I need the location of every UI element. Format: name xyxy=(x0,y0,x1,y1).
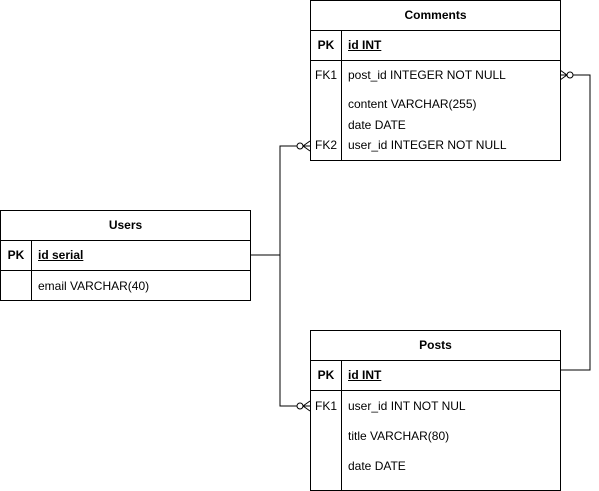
comments-table[interactable]: Comments PK id INT FK1 post_id INTEGER N… xyxy=(310,0,561,161)
table-row[interactable]: FK1 post_id INTEGER NOT NULL xyxy=(311,65,560,85)
key-divider xyxy=(31,271,32,300)
crowsfoot-comments-user-icon xyxy=(296,140,311,152)
column-field: content VARCHAR(255) xyxy=(348,97,477,111)
table-row[interactable]: email VARCHAR(40) xyxy=(1,276,250,296)
table-row[interactable]: content VARCHAR(255) xyxy=(311,94,560,114)
key-divider xyxy=(341,61,342,160)
users-table[interactable]: Users PK id serial email VARCHAR(40) xyxy=(0,210,251,301)
table-row[interactable]: date DATE xyxy=(311,456,560,476)
posts-body: FK1 user_id INT NOT NUL title VARCHAR(80… xyxy=(311,391,560,490)
key-divider xyxy=(341,361,342,390)
users-posts-connector xyxy=(279,255,310,407)
column-field: date DATE xyxy=(348,118,406,132)
crowsfoot-comments-post-icon xyxy=(559,69,574,81)
users-pk-row[interactable]: PK id serial xyxy=(1,241,250,271)
fk-label: FK2 xyxy=(314,138,337,152)
users-comments-connector xyxy=(250,145,310,256)
pk-label: PK xyxy=(317,38,335,52)
pk-field: id INT xyxy=(348,38,382,52)
column-field: email VARCHAR(40) xyxy=(38,279,150,293)
comments-body: FK1 post_id INTEGER NOT NULL content VAR… xyxy=(311,61,560,160)
column-field: user_id INT NOT NUL xyxy=(348,399,466,413)
pk-field: id serial xyxy=(38,248,84,262)
column-field: user_id INTEGER NOT NULL xyxy=(348,138,507,152)
comments-title: Comments xyxy=(311,1,560,31)
table-row[interactable]: FK1 user_id INT NOT NUL xyxy=(311,396,560,416)
pk-label: PK xyxy=(317,368,335,382)
column-field: title VARCHAR(80) xyxy=(348,429,450,443)
pk-field: id INT xyxy=(348,368,382,382)
key-divider xyxy=(31,241,32,270)
key-divider xyxy=(341,31,342,60)
users-body: email VARCHAR(40) xyxy=(1,271,250,300)
key-divider xyxy=(341,391,342,490)
fk-label: FK1 xyxy=(314,68,337,82)
posts-table[interactable]: Posts PK id INT FK1 user_id INT NOT NUL … xyxy=(310,330,561,491)
posts-comments-connector xyxy=(560,74,591,371)
table-row[interactable]: FK2 user_id INTEGER NOT NULL xyxy=(311,135,560,155)
posts-pk-row[interactable]: PK id INT xyxy=(311,361,560,391)
posts-title: Posts xyxy=(311,331,560,361)
crowsfoot-posts-user-icon xyxy=(296,400,311,412)
comments-pk-row[interactable]: PK id INT xyxy=(311,31,560,61)
users-title: Users xyxy=(1,211,250,241)
pk-label: PK xyxy=(7,248,25,262)
table-row[interactable]: date DATE xyxy=(311,115,560,135)
table-row[interactable]: title VARCHAR(80) xyxy=(311,426,560,446)
column-field: date DATE xyxy=(348,459,406,473)
fk-label: FK1 xyxy=(314,399,337,413)
column-field: post_id INTEGER NOT NULL xyxy=(348,68,506,82)
